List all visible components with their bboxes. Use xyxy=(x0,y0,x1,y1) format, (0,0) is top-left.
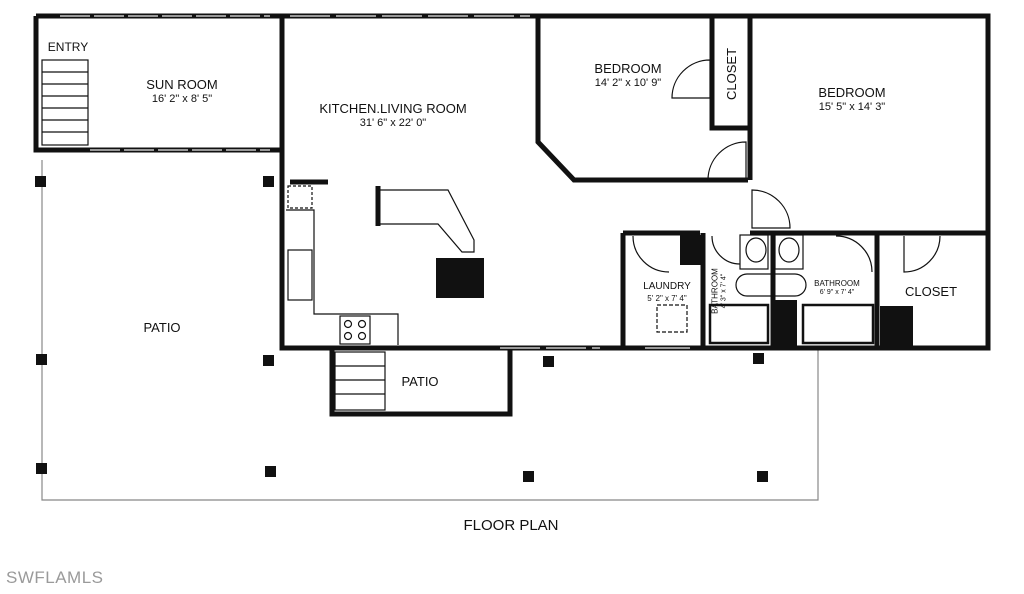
room-name: BEDROOM xyxy=(818,85,886,100)
room-dims: 6' 9" x 7' 4" xyxy=(819,289,855,296)
room-name: PATIO xyxy=(401,374,439,389)
room-name: CLOSET xyxy=(904,284,958,299)
room-entry: ENTRY xyxy=(48,40,88,55)
room-name: LAUNDRY xyxy=(643,281,691,292)
walls xyxy=(33,13,991,417)
room-closet-1: CLOSET xyxy=(724,48,740,100)
room-name: SUN ROOM xyxy=(146,77,218,92)
room-name: BATHROOM xyxy=(710,268,720,314)
solid-blocks xyxy=(436,235,913,346)
room-patio-main: PATIO xyxy=(143,320,180,336)
fixtures xyxy=(41,59,941,411)
floor-plan-title: FLOOR PLAN xyxy=(463,517,559,534)
room-dims: 31' 6" x 22' 0" xyxy=(359,117,427,130)
room-dims: 15' 5" x 14' 3" xyxy=(818,101,886,114)
patio-outline xyxy=(41,160,819,501)
room-patio-small: PATIO xyxy=(401,374,438,390)
room-name: ENTRY xyxy=(47,40,89,54)
room-name: CLOSET xyxy=(723,47,739,101)
patio-posts xyxy=(35,176,768,482)
room-closet-2: CLOSET xyxy=(905,284,957,300)
room-name: BATHROOM xyxy=(814,279,860,288)
watermark: SWFLAMLS xyxy=(6,568,104,587)
room-dims: 4' 3" x 7' 4" xyxy=(720,273,728,309)
room-dims: 14' 2" x 10' 9" xyxy=(594,77,662,90)
room-name: BEDROOM xyxy=(594,61,662,76)
room-name: PATIO xyxy=(143,320,181,335)
room-dims: 16' 2" x 8' 5" xyxy=(151,93,213,106)
room-dims: 5' 2" x 7' 4" xyxy=(647,293,687,303)
windows xyxy=(60,15,690,349)
room-name: KITCHEN.LIVING ROOM xyxy=(319,101,467,116)
